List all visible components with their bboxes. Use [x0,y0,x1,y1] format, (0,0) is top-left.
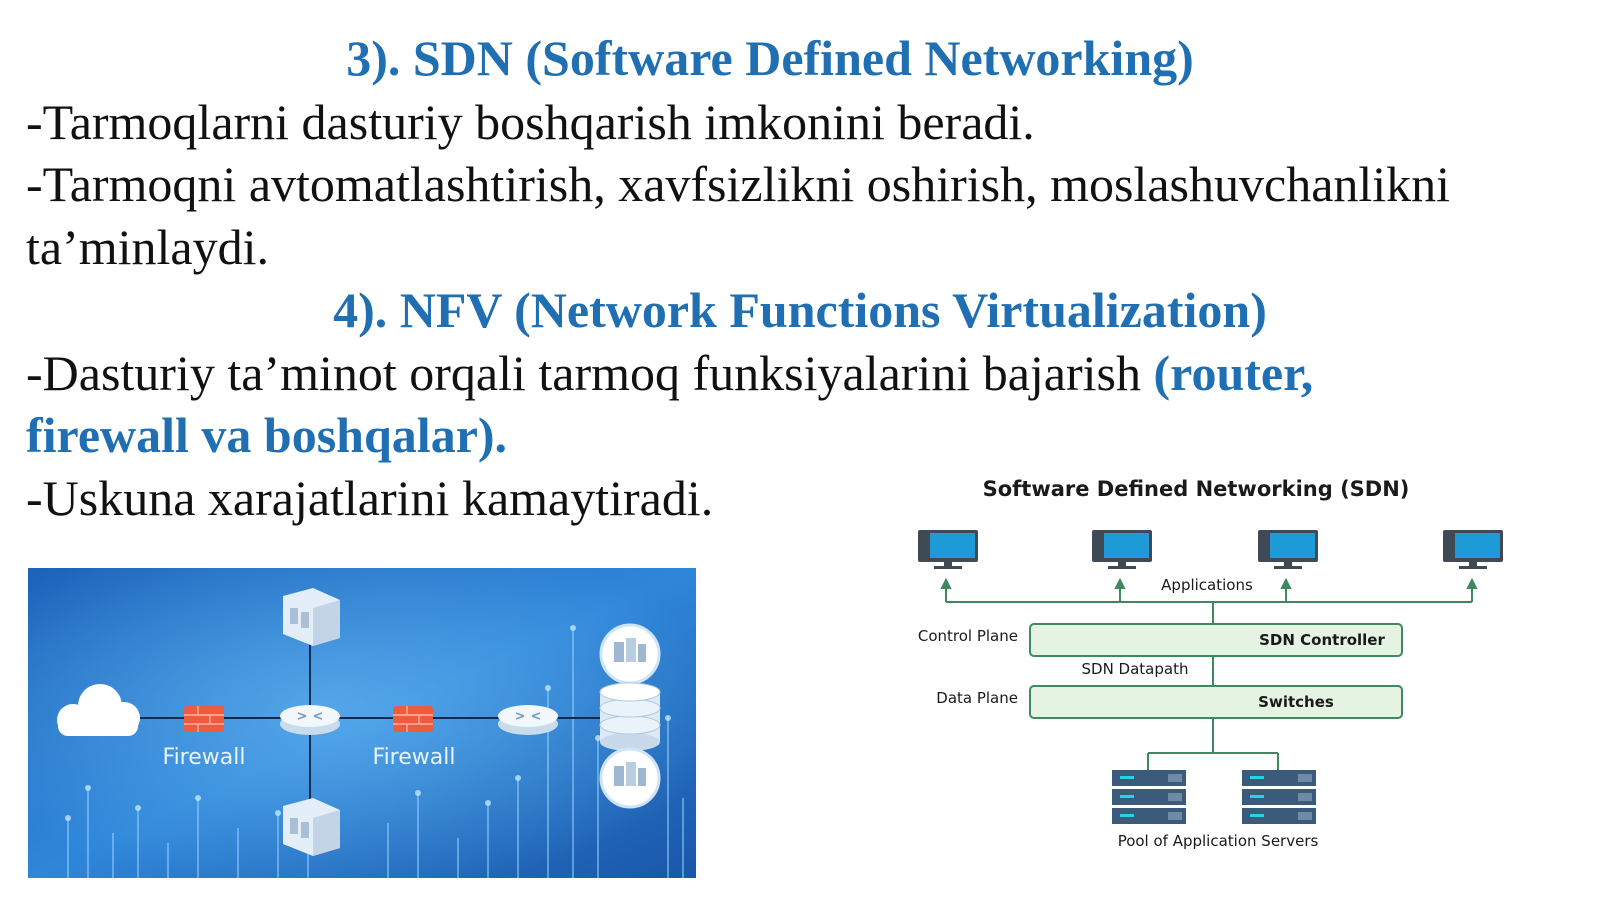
monitor-icon [918,530,978,569]
server-rack-icon [1242,770,1316,824]
firewall-icon [184,706,224,732]
firewall-label-2: Firewall [373,745,456,770]
monitor-icon [1092,530,1152,569]
database-icon [599,682,661,751]
applications-label: Applications [1161,576,1253,594]
sdn-diagram-title: Software Defined Networking (SDN) [983,478,1410,501]
router-icon [498,705,558,735]
servers-label: Pool of Application Servers [1118,832,1319,850]
control-plane-label: Control Plane [918,627,1018,645]
monitor-icon [1443,530,1503,569]
server-rack-icon [1112,770,1186,824]
switches-label: Switches [1258,693,1334,711]
nfv-line-2: firewall va boshqalar). [26,407,508,463]
data-plane-label: Data Plane [936,689,1018,707]
server-icon [283,588,340,646]
sdn-datapath-label: SDN Datapath [1082,660,1189,678]
nfv-line-1-accent: (router, [1153,345,1314,401]
monitor-icon [1258,530,1318,569]
nfv-heading: 4). NFV (Network Functions Virtualizatio… [333,282,1267,338]
app-server-icon [599,747,661,809]
nfv-line-3: -Uskuna xarajatlarini kamaytiradi. [26,470,714,526]
sdn-line-3: ta’minlaydi. [26,219,269,275]
switches-box [1029,685,1403,719]
sdn-heading: 3). SDN (Software Defined Networking) [346,30,1194,86]
nfv-network-image: Firewall Firewall [28,568,696,878]
sdn-diagram: Software Defined Networking (SDN) Applic… [918,478,1503,850]
cloud-icon [57,684,140,736]
sdn-controller-label: SDN Controller [1259,631,1385,649]
sdn-line-2: -Tarmoqni avtomatlashtirish, xavfsizlikn… [26,156,1451,212]
router-icon [280,705,340,735]
sdn-line-1: -Tarmoqlarni dasturiy boshqarish imkonin… [26,94,1035,150]
nfv-line-1-text: -Dasturiy ta’minot orqali tarmoq funksiy… [26,345,1154,401]
firewall-icon [393,706,433,732]
firewall-label-1: Firewall [163,745,246,770]
sdn-controller-box [1029,623,1403,657]
nfv-line-1: -Dasturiy ta’minot orqali tarmoq funksiy… [26,342,1313,404]
app-server-icon [599,623,661,685]
server-icon [283,798,340,856]
